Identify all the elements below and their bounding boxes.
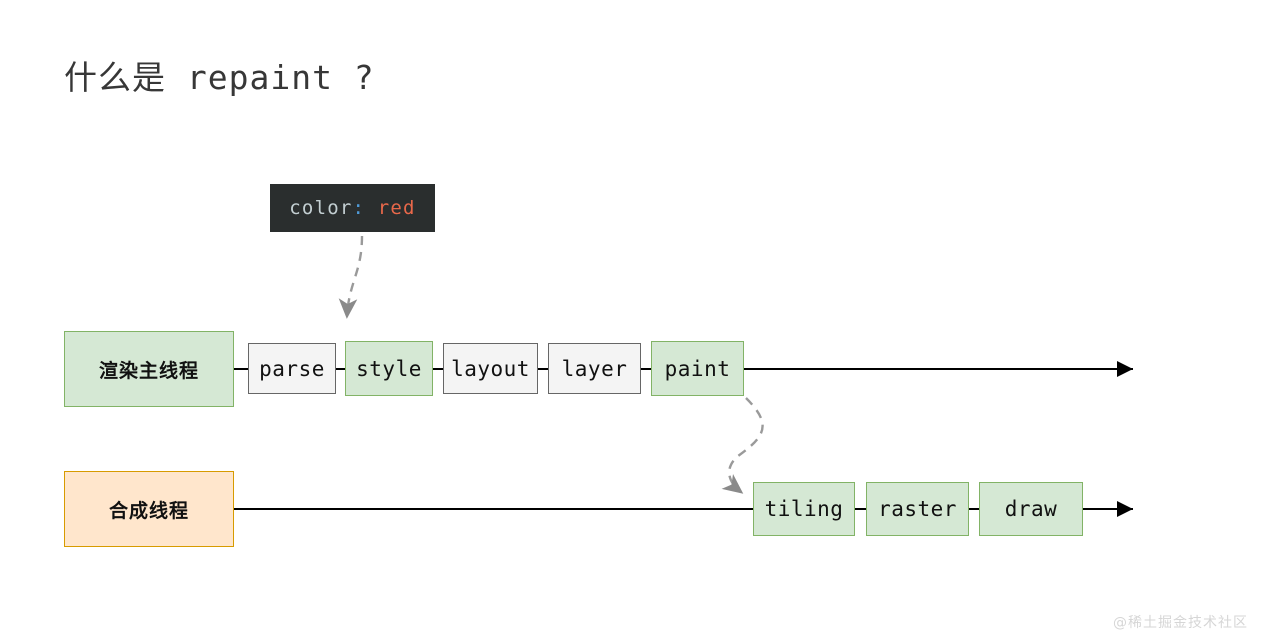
stage-style[interactable]: style: [345, 341, 433, 396]
lane-label-main-thread: 渲染主线程: [64, 331, 234, 407]
stage-parse[interactable]: parse: [248, 343, 336, 394]
stage-layer[interactable]: layer: [548, 343, 641, 394]
code-chip: color: red: [270, 184, 435, 232]
main-thread-timeline-arrowhead: [1117, 361, 1133, 377]
stage-draw[interactable]: draw: [979, 482, 1083, 536]
code-token-property: color: [289, 197, 353, 219]
code-token-space: [365, 197, 378, 219]
code-token-value: red: [377, 197, 416, 219]
code-chip-text: color: red: [289, 197, 415, 219]
compositor-thread-timeline-arrowhead: [1117, 501, 1133, 517]
stage-layout[interactable]: layout: [443, 343, 538, 394]
stage-raster[interactable]: raster: [866, 482, 969, 536]
stage-paint[interactable]: paint: [651, 341, 744, 396]
code-token-colon: :: [352, 197, 366, 219]
watermark: @稀土掘金技术社区: [1113, 615, 1248, 631]
connector-paint-to-tiling: [721, 397, 764, 494]
compositor-thread-timeline: [234, 508, 1133, 510]
lane-label-compositor-thread: 合成线程: [64, 471, 234, 547]
page-title: 什么是 repaint ?: [64, 58, 375, 97]
connector-code-to-style: [338, 235, 364, 319]
stage-tiling[interactable]: tiling: [753, 482, 855, 536]
